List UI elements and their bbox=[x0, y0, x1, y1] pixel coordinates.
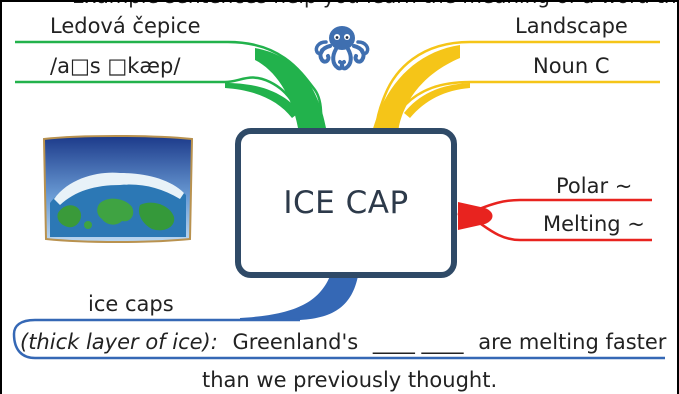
top-strip-text: Example sentences help you learn the mea… bbox=[72, 0, 677, 8]
collocation-melting: Melting ~ bbox=[543, 212, 645, 236]
red-branch-body bbox=[458, 202, 493, 230]
frame-top-border bbox=[0, 0, 679, 2]
top-strip: Example sentences help you learn the mea… bbox=[2, 0, 677, 8]
green-branch-lower bbox=[225, 83, 300, 118]
example-part1: Greenland's bbox=[232, 330, 359, 354]
greenland-globe-icon bbox=[42, 135, 194, 243]
central-word-box: ICE CAP bbox=[235, 128, 457, 278]
yellow-branch-lower bbox=[404, 83, 470, 118]
yellow-branch-body bbox=[372, 45, 460, 132]
frame-right-border bbox=[677, 0, 679, 394]
blue-branch bbox=[12, 318, 665, 360]
translation-label: Ledová čepice bbox=[50, 14, 201, 38]
blue-branch-body bbox=[240, 276, 358, 320]
category-label: Landscape bbox=[515, 14, 628, 38]
green-branch-body bbox=[255, 48, 326, 128]
octopus-icon bbox=[314, 26, 370, 71]
example-sentence: (thick layer of ice): Greenland's ____ _… bbox=[20, 330, 666, 354]
frame-left-border bbox=[0, 0, 2, 394]
collocation-polar: Polar ~ bbox=[556, 174, 633, 198]
grammar-label: Noun C bbox=[533, 54, 610, 78]
pronunciation-label: /a□s □kæp/ bbox=[50, 54, 181, 78]
word-form-label: ice caps bbox=[88, 292, 174, 316]
example-blanks: ____ ____ bbox=[372, 330, 464, 354]
example-part2: are melting faster bbox=[478, 330, 667, 354]
example-line2: than we previously thought. bbox=[202, 368, 498, 392]
central-word: ICE CAP bbox=[283, 185, 409, 221]
definition-text: (thick layer of ice): bbox=[20, 330, 218, 354]
